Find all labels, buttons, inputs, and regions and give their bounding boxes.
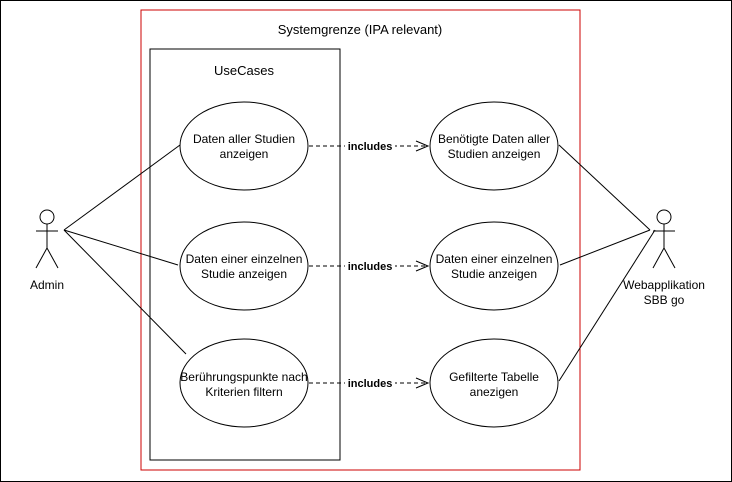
usecase-left-1-line2: anzeigen — [220, 147, 269, 161]
admin-actor-label: Admin — [30, 278, 64, 292]
include-relation-3: includes — [309, 375, 428, 391]
include-relation-2: includes — [309, 258, 428, 274]
usecase-right-1-line1: Benötigte Daten aller — [438, 132, 550, 146]
usecase-package-label: UseCases — [214, 63, 274, 78]
usecase-left-3-line1: Berührungspunkte nach — [180, 370, 307, 384]
webapp-actor — [652, 209, 676, 269]
usecase-right-1: Benötigte Daten aller Studien anzeigen — [429, 101, 559, 191]
include-label-1: includes — [348, 141, 393, 153]
usecase-right-2: Daten einer einzelnen Studie anzeigen — [429, 221, 559, 311]
webapp-actor-label-line1: Webapplikation — [623, 278, 705, 292]
usecase-left-3-line2: Kriterien filtern — [205, 385, 282, 399]
system-boundary-label: Systemgrenze (IPA relevant) — [278, 22, 443, 37]
system-boundary — [140, 9, 581, 471]
usecase-right-3-line1: Gefilterte Tabelle — [449, 370, 539, 384]
webapp-associations — [558, 144, 656, 382]
usecase-right-2-line2: Studie anzeigen — [451, 267, 537, 281]
admin-associations — [63, 144, 187, 355]
usecase-left-1: Daten aller Studien anzeigen — [179, 101, 309, 191]
usecase-left-3: Berührungspunkte nach Kriterien filtern — [179, 338, 309, 428]
usecase-package — [149, 48, 341, 461]
usecase-right-1-line2: Studien anzeigen — [448, 147, 541, 161]
include-relation-1: includes — [309, 138, 428, 154]
usecase-right-2-line1: Daten einer einzelnen — [436, 252, 553, 266]
usecase-left-2-line1: Daten einer einzelnen — [186, 252, 303, 266]
usecase-left-2: Daten einer einzelnen Studie anzeigen — [179, 221, 309, 311]
include-label-3: includes — [348, 378, 393, 390]
usecase-right-3: Gefilterte Tabelle anezigen — [429, 338, 559, 428]
include-label-2: includes — [348, 261, 393, 273]
usecase-right-3-line2: anezigen — [470, 385, 519, 399]
webapp-actor-label-line2: SBB go — [644, 293, 685, 307]
usecase-left-1-line1: Daten aller Studien — [193, 132, 295, 146]
usecase-left-2-line2: Studie anzeigen — [201, 267, 287, 281]
admin-actor — [35, 209, 59, 269]
